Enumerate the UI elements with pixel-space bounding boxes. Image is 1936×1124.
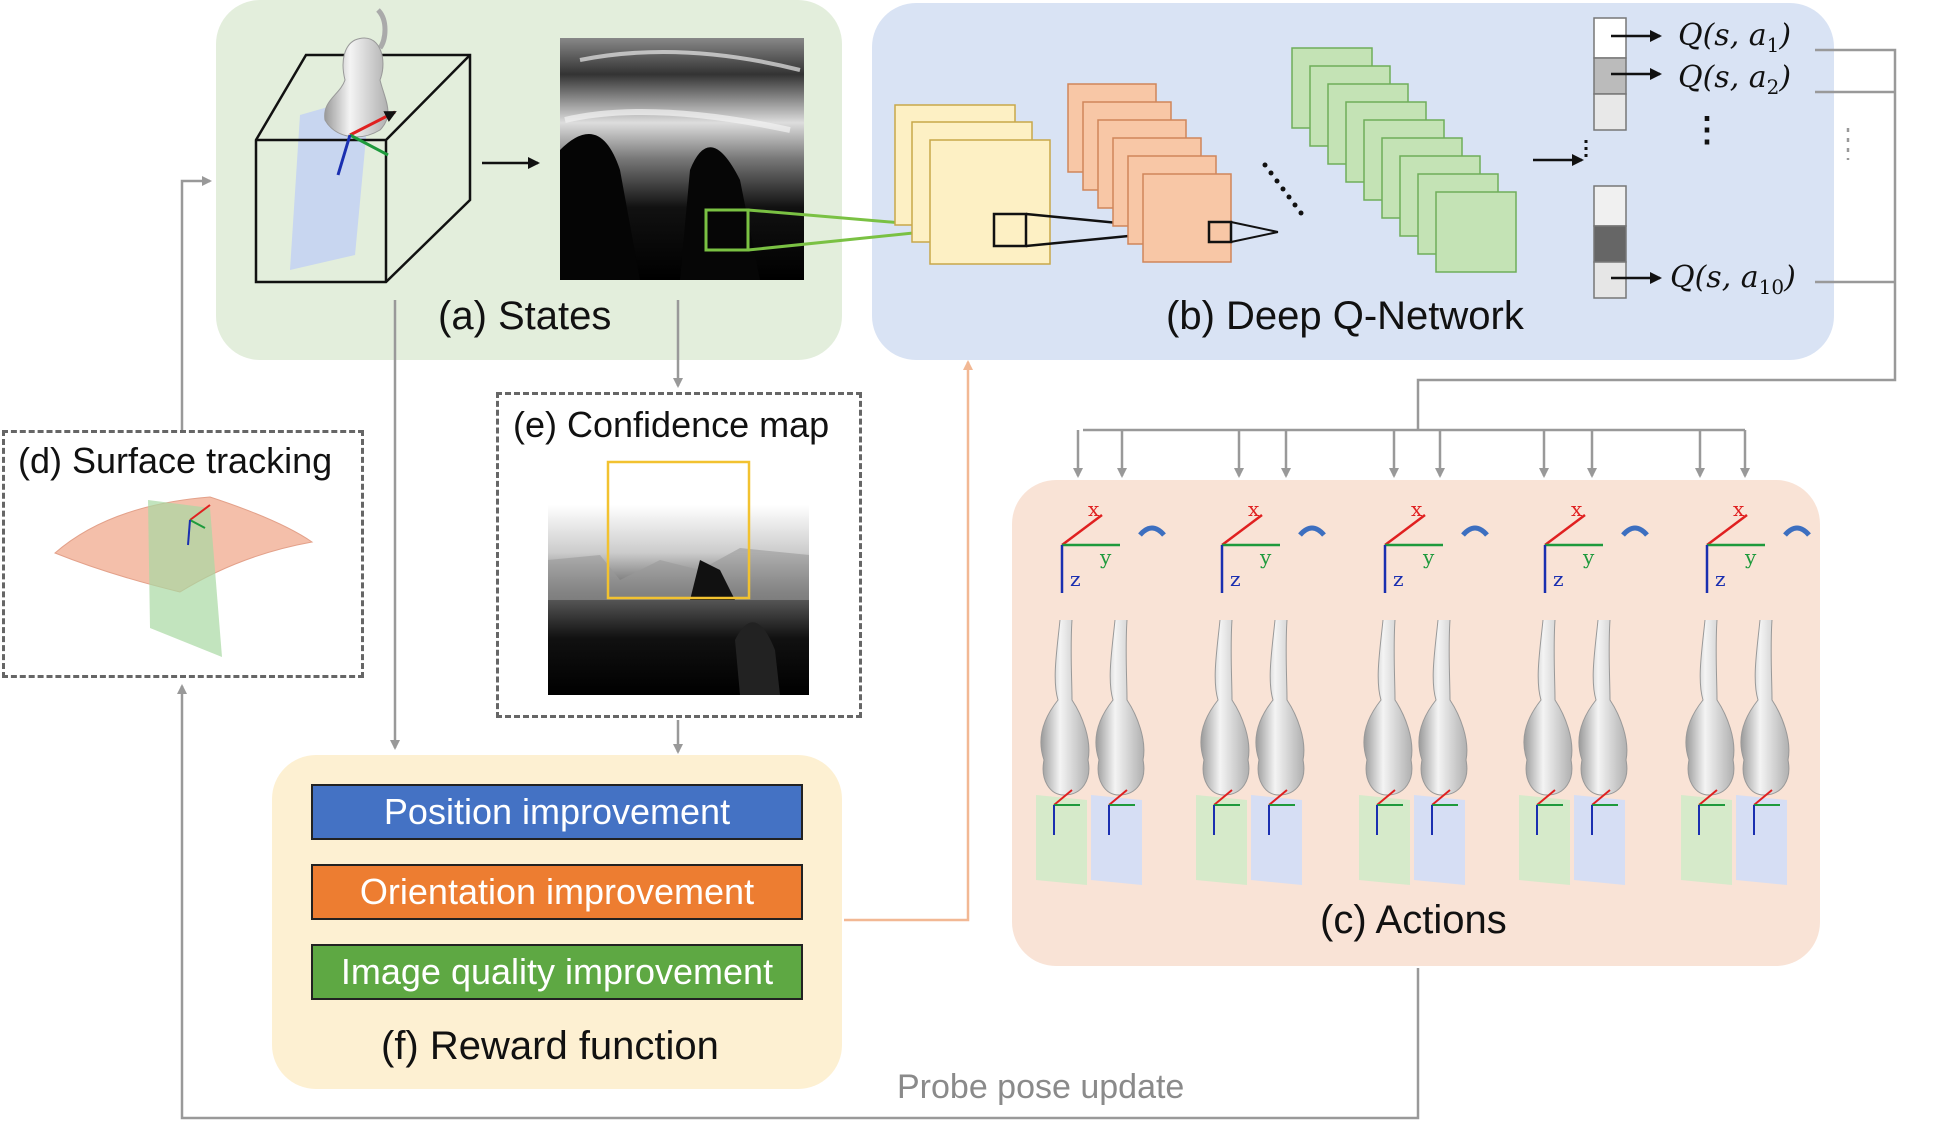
action-2-z-label: z (1230, 567, 1241, 591)
action-3-group (1359, 514, 1489, 885)
vertical-ellipsis: ⋮ (1690, 111, 1724, 149)
actions-label: (c) Actions (1320, 898, 1507, 942)
confidence-map-image (548, 460, 809, 695)
q-output-bracket (1083, 48, 1897, 432)
action-4-x-label: x (1571, 497, 1583, 521)
action-3-x-label: x (1411, 497, 1423, 521)
states-label: (a) States (438, 294, 612, 338)
action-2-group (1196, 514, 1326, 885)
q-value-vector (1584, 17, 1627, 299)
conv-layer-1 (894, 104, 1051, 265)
action-2-x-label: x (1248, 497, 1260, 521)
action-5-group (1681, 514, 1811, 885)
q-value-a2: Q(s, a2) (1678, 60, 1792, 99)
surface-tracking-box (2, 430, 364, 678)
reward-position-label: Position improvement (383, 791, 731, 832)
probe-pose-update-arrow (177, 684, 1420, 1120)
action-3-z-label: z (1393, 567, 1404, 591)
dqn-label: (b) Deep Q-Network (1166, 294, 1524, 338)
reward-image-quality-label: Image quality improvement (340, 951, 774, 992)
action-1-y-label: y (1100, 545, 1112, 569)
action-2-y-label: y (1260, 545, 1272, 569)
action-4-y-label: y (1583, 545, 1595, 569)
surface-tracking-label: (d) Surface tracking (18, 440, 333, 481)
action-3-y-label: y (1423, 545, 1435, 569)
conv-layer-2 (1067, 83, 1279, 263)
action-1-z-label: z (1070, 567, 1081, 591)
ultrasound-image (560, 38, 804, 280)
reward-function-label: (f) Reward function (381, 1024, 719, 1068)
action-5-x-label: x (1733, 497, 1745, 521)
confidence-map-label: (e) Confidence map (513, 404, 830, 445)
confidence-map-box (496, 392, 862, 718)
probe-icon (324, 8, 397, 176)
action-arrows (1073, 430, 1750, 478)
reward-orientation-label: Orientation improvement (359, 871, 755, 912)
surface-mesh (54, 496, 314, 657)
action-4-z-label: z (1553, 567, 1564, 591)
surface-to-states-arrow (180, 176, 212, 430)
q-value-a1: Q(s, a1) (1678, 18, 1792, 57)
reward-orientation-bar: Orientation improvement (311, 864, 803, 920)
conv-layer-3 (1291, 47, 1517, 273)
reward-position-bar: Position improvement (311, 784, 803, 840)
action-5-y-label: y (1745, 545, 1757, 569)
action-1-x-label: x (1088, 497, 1100, 521)
actions-panel (1012, 480, 1820, 966)
probe-pose-update-label: Probe pose update (897, 1068, 1185, 1106)
reward-image-quality-bar: Image quality improvement (311, 944, 803, 1000)
ellipsis-dots (1262, 162, 1304, 216)
reward-to-dqn-arrow (844, 360, 973, 922)
action-1-group (1036, 514, 1166, 885)
action-5-z-label: z (1715, 567, 1726, 591)
q-value-a10: Q(s, a10) (1670, 260, 1796, 299)
action-4-group (1519, 514, 1649, 885)
